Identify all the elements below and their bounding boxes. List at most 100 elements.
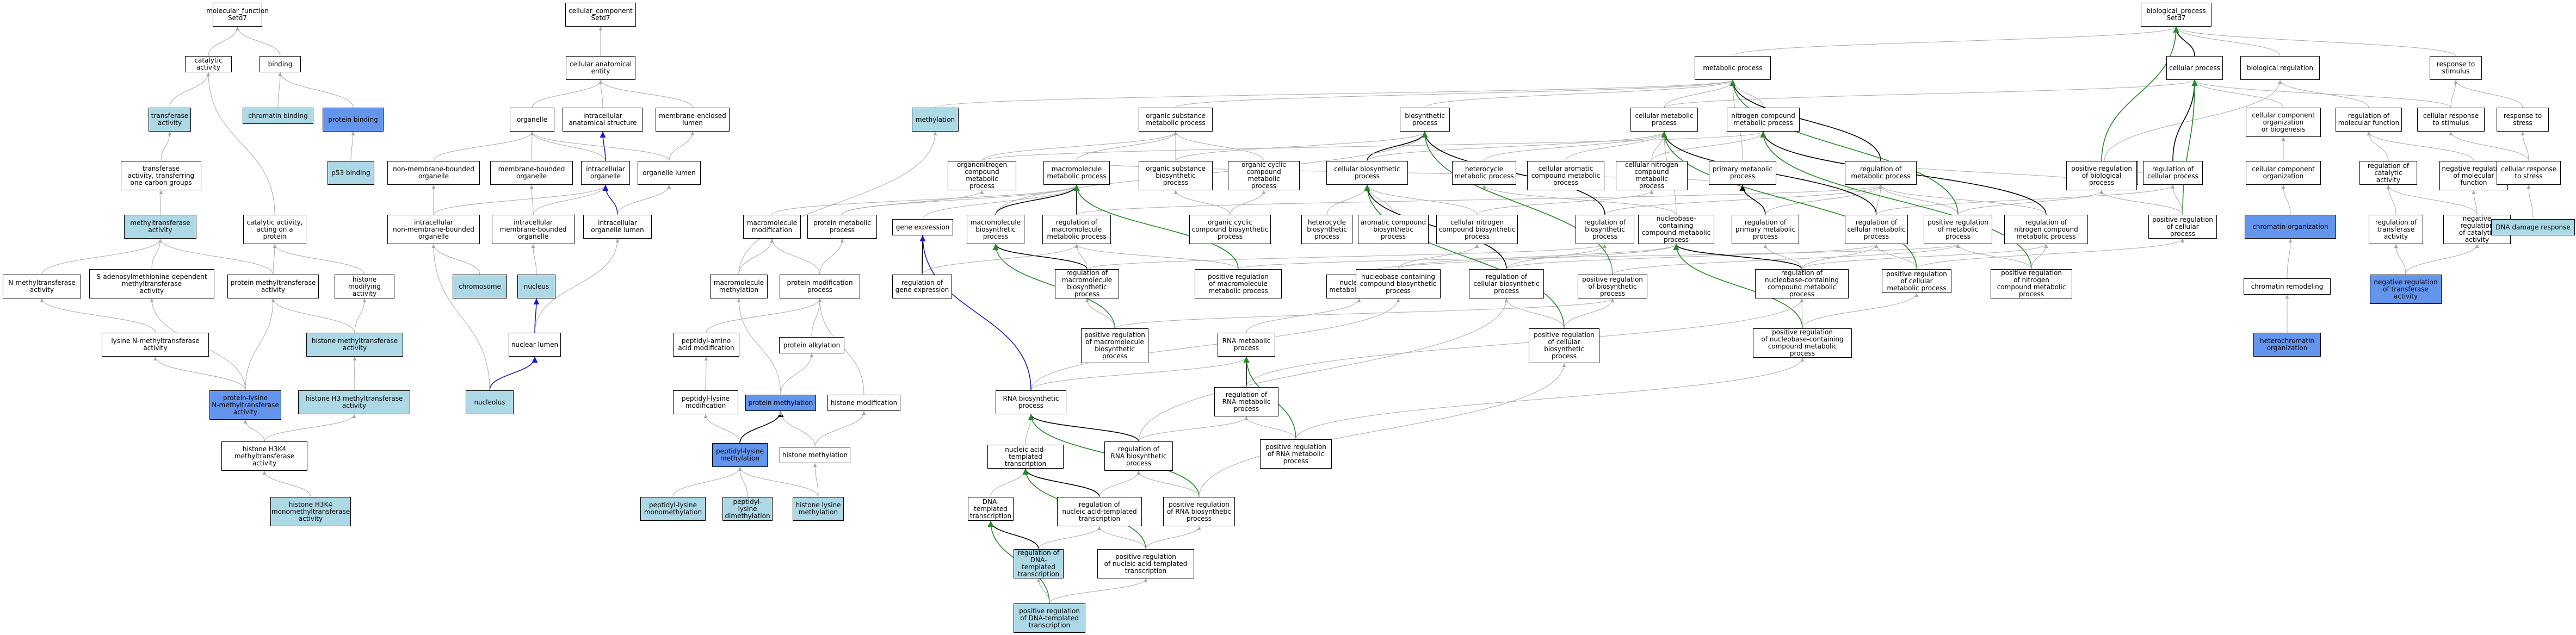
go-term-gexp[interactable]: gene expression (892, 219, 953, 235)
go-term-ncomp[interactable]: nitrogen compound metabolic process (1727, 108, 1800, 132)
go-term-rcmp[interactable]: regulation of cellular metabolic process (1845, 215, 1908, 244)
go-term-bp[interactable]: biological_process Setd7 (2141, 3, 2211, 27)
go-term-cncbp[interactable]: cellular nitrogen compound biosynthetic … (1436, 215, 1518, 244)
go-term-paam[interactable]: peptidyl-amino acid modification (673, 333, 739, 357)
go-term-crtstress[interactable]: cellular response to stress (2497, 161, 2561, 185)
go-term-chromb[interactable]: chromatin binding (243, 108, 313, 124)
go-term-osmp[interactable]: organic substance metabolic process (1139, 108, 1213, 132)
go-term-prnatt[interactable]: positive regulation of nucleic acid-temp… (1097, 549, 1194, 578)
go-term-mmp[interactable]: macromolecule metabolic process (1043, 161, 1110, 185)
go-term-tone[interactable]: transferase activity, transferring one-c… (121, 161, 201, 190)
go-term-ias[interactable]: intracellular anatomical structure (563, 108, 643, 132)
go-term-rta[interactable]: regulation of transferase activity (2369, 215, 2423, 244)
go-term-h3k4[interactable]: histone H3K4 methyltransferase activity (221, 441, 307, 471)
go-term-macmeth[interactable]: macromolecule methylation (710, 275, 768, 298)
go-term-trans[interactable]: transferase activity (149, 108, 191, 132)
go-term-pmproc[interactable]: protein metabolic process (807, 215, 877, 239)
go-term-rmp[interactable]: regulation of metabolic process (1845, 161, 1917, 185)
go-term-osbp[interactable]: organic substance biosynthetic process (1139, 161, 1213, 190)
go-term-lnmt[interactable]: lysine N-methyltransferase activity (102, 333, 209, 357)
go-term-imbo[interactable]: intracellular membrane-bounded organelle (492, 215, 574, 244)
go-term-occbp[interactable]: organic cyclic compound biosynthetic pro… (1189, 215, 1271, 244)
go-term-prmmbp[interactable]: positive regulation of macromolecule bio… (1081, 328, 1148, 363)
go-term-rmmp[interactable]: regulation of macromolecule metabolic pr… (1042, 215, 1111, 244)
go-term-onc[interactable]: organonitrogen compound metabolic proces… (948, 161, 1016, 190)
go-term-metab[interactable]: metabolic process (1695, 56, 1771, 80)
go-term-mbo[interactable]: membrane-bounded organelle (490, 161, 573, 185)
go-term-rncmpb[interactable]: regulation of nucleobase-containing comp… (1755, 269, 1849, 298)
go-term-cmp[interactable]: cellular metabolic process (1630, 108, 1698, 132)
go-term-prrnabp[interactable]: positive regulation of RNA biosynthetic … (1163, 497, 1235, 526)
go-term-rnabp[interactable]: RNA biosynthetic process (996, 390, 1066, 414)
go-term-prncmp[interactable]: positive regulation of nitrogen compound… (1991, 269, 2072, 298)
go-term-dtt[interactable]: DNA-templated transcription (968, 497, 1014, 521)
go-term-pldm[interactable]: peptidyl-lysine dimethylation (722, 497, 773, 521)
go-term-rcbp[interactable]: regulation of cellular biosynthetic proc… (1469, 269, 1544, 298)
go-term-protb[interactable]: protein binding (323, 108, 384, 132)
go-term-hcmp[interactable]: heterocycle metabolic process (1452, 161, 1516, 185)
go-term-io[interactable]: intracellular organelle (581, 161, 630, 185)
go-term-mmbp[interactable]: macromolecule biosynthetic process (967, 215, 1024, 244)
go-term-nucleo[interactable]: nucleolus (466, 390, 514, 414)
go-term-nuc[interactable]: nucleus (517, 275, 555, 298)
go-term-rge[interactable]: regulation of gene expression (892, 275, 952, 298)
go-term-ncbp[interactable]: nucleobase-containing compound biosynthe… (1356, 269, 1441, 298)
go-term-catprot[interactable]: catalytic activity, acting on a protein (243, 215, 306, 244)
go-term-rtstress[interactable]: response to stress (2497, 108, 2549, 132)
go-term-prdtt[interactable]: positive regulation of DNA-templated tra… (1014, 603, 1085, 633)
go-term-rncmp[interactable]: regulation of nitrogen compound metaboli… (2004, 215, 2088, 244)
go-term-palk[interactable]: protein alkylation (779, 337, 844, 353)
go-term-iol[interactable]: intracellular organelle lumen (583, 215, 652, 239)
go-term-nlum[interactable]: nuclear lumen (509, 333, 561, 357)
go-term-plmod[interactable]: peptidyl-lysine modification (673, 390, 738, 414)
go-term-pmt[interactable]: protein methyltransferase activity (227, 275, 319, 298)
go-term-sam[interactable]: S-adenosylmethionine-dependent methyltra… (89, 269, 214, 298)
go-term-hmeth[interactable]: histone methylation (780, 447, 850, 463)
go-term-protmeth[interactable]: protein methylation (745, 395, 816, 411)
go-term-p53b[interactable]: p53 binding (328, 161, 374, 185)
go-term-rdtt[interactable]: regulation of DNA-templated transcriptio… (1014, 549, 1064, 578)
go-term-plnmt[interactable]: protein-lysine N-methyltransferase activ… (209, 390, 281, 420)
go-term-chrom[interactable]: chromosome (453, 275, 507, 298)
go-term-rbiosp[interactable]: regulation of biosynthetic process (1576, 215, 1634, 244)
go-term-breg[interactable]: biological regulation (2240, 56, 2320, 80)
go-term-prncmpb[interactable]: positive regulation of nucleobase-contai… (1753, 328, 1852, 358)
go-term-prbiosp[interactable]: positive regulation of biosynthetic proc… (1578, 275, 1647, 298)
go-term-prcbp[interactable]: positive regulation of cellular biosynth… (1529, 328, 1599, 363)
go-term-rmf[interactable]: regulation of molecular function (2336, 108, 2402, 132)
go-term-hlm[interactable]: histone lysine methylation (793, 497, 844, 521)
go-term-chrrem[interactable]: chromatin remodeling (2244, 278, 2331, 295)
go-term-cat[interactable]: catalytic activity (185, 56, 232, 72)
go-term-acbp[interactable]: aromatic compound biosynthetic process (1358, 215, 1429, 244)
go-term-rrnamp[interactable]: regulation of RNA metabolic process (1214, 387, 1278, 416)
go-term-cco[interactable]: cellular component organization (2246, 161, 2321, 185)
go-term-macmod[interactable]: macromolecule modification (743, 215, 801, 239)
go-term-rnatt[interactable]: regulation of nucleic acid-templated tra… (1057, 497, 1142, 526)
go-term-ccob[interactable]: cellular component organization or bioge… (2246, 108, 2321, 137)
go-term-natt[interactable]: nucleic acid-templated transcription (987, 445, 1064, 469)
go-term-dnadr[interactable]: DNA damage response (2491, 219, 2575, 235)
go-term-cncmp[interactable]: cellular nitrogen compound metabolic pro… (1616, 161, 1688, 190)
go-term-occmp[interactable]: organic cyclic compound metabolic proces… (1228, 161, 1300, 190)
go-term-hmodp[interactable]: histone modification (827, 395, 900, 411)
go-term-hmod[interactable]: histone modifying activity (335, 275, 394, 298)
go-term-prmp[interactable]: positive regulation of metabolic process (1924, 215, 1992, 244)
go-term-org[interactable]: organelle (510, 108, 554, 132)
go-term-inmbo[interactable]: intracellular non-membrane-bounded organ… (387, 215, 480, 244)
go-term-mel[interactable]: membrane-enclosed lumen (656, 108, 730, 132)
go-term-bios[interactable]: biosynthetic process (1400, 108, 1450, 132)
go-term-cae[interactable]: cellular anatomical entity (566, 56, 635, 80)
go-term-pmp[interactable]: primary metabolic process (1709, 161, 1776, 185)
go-term-hetorg[interactable]: heterochromatin organization (2253, 333, 2321, 357)
go-term-crts[interactable]: cellular response to stimulus (2417, 108, 2485, 132)
go-term-nrta[interactable]: negative regulation of transferase activ… (2370, 275, 2442, 304)
go-term-prrnamp[interactable]: positive regulation of RNA metabolic pro… (1260, 439, 1332, 469)
go-term-cacmp[interactable]: cellular aromatic compound metabolic pro… (1527, 161, 1604, 190)
go-term-rmmbp[interactable]: regulation of macromolecule biosynthetic… (1055, 269, 1119, 298)
go-term-plmm[interactable]: peptidyl-lysine monomethylation (640, 497, 706, 521)
go-term-olum[interactable]: organelle lumen (638, 161, 701, 185)
go-term-protmod[interactable]: protein modification process (780, 275, 860, 298)
go-term-chrorg[interactable]: chromatin organization (2245, 215, 2336, 239)
go-term-prmmp[interactable]: positive regulation of macromolecule met… (1195, 269, 1282, 298)
go-term-cproc[interactable]: cellular process (2166, 56, 2223, 80)
